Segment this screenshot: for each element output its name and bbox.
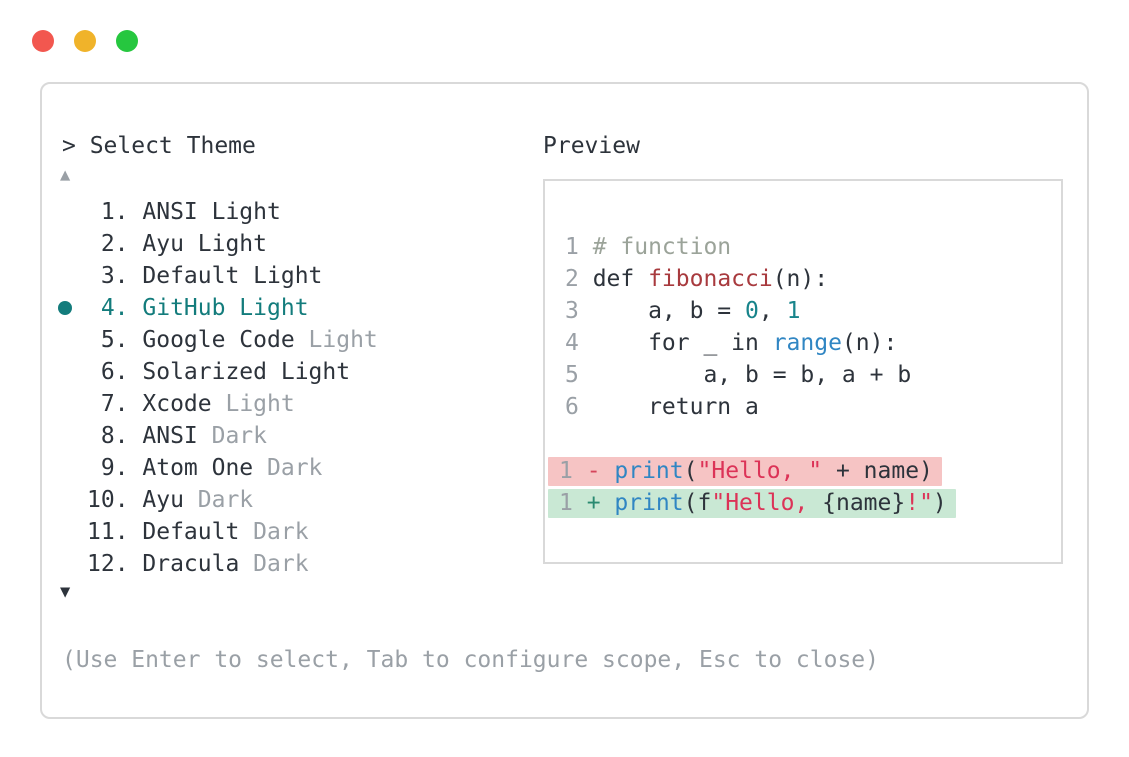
line-number: 5 xyxy=(565,362,579,388)
code-token-number: 1 xyxy=(786,298,801,324)
theme-item-name: Ayu xyxy=(142,487,184,513)
theme-item-number: 11. xyxy=(87,519,129,545)
code-token-text_dark: for _ in xyxy=(592,330,773,356)
scroll-up-icon[interactable]: ▲ xyxy=(60,165,71,185)
theme-list-item[interactable]: 12. Dracula Dark xyxy=(58,548,378,580)
theme-item-number: 10. xyxy=(87,487,129,513)
theme-item-number: 6. xyxy=(100,359,129,385)
zoom-button[interactable] xyxy=(116,30,138,52)
theme-list-item[interactable]: 6. Solarized Light xyxy=(58,356,378,388)
code-token-text_dark: (n): xyxy=(841,330,898,356)
theme-item-variant: Dark xyxy=(253,551,309,577)
theme-item-name: Xcode xyxy=(142,391,212,417)
theme-item-variant: Dark xyxy=(211,423,267,449)
theme-list-item[interactable]: 10. Ayu Dark xyxy=(58,484,378,516)
scroll-down-icon[interactable]: ▼ xyxy=(60,582,71,602)
keyboard-hint: (Use Enter to select, Tab to configure s… xyxy=(62,647,879,673)
theme-list-item[interactable]: 11. Default Dark xyxy=(58,516,378,548)
theme-item-name: Solarized Light xyxy=(142,359,351,385)
window-controls xyxy=(32,30,138,52)
code-token-text_dark: + name) xyxy=(822,458,933,484)
line-number: 1 xyxy=(565,234,579,260)
line-number: 1 xyxy=(559,490,573,516)
code-token-text_dark: def xyxy=(592,266,649,292)
line-number: 6 xyxy=(565,394,579,420)
diff-line-added: 1 + print(f"Hello, {name}!") xyxy=(548,487,1061,519)
theme-list-item[interactable]: 3. Default Light xyxy=(58,260,378,292)
code-token-diff_plus: + xyxy=(586,490,615,516)
theme-item-name: GitHub Light xyxy=(142,295,309,321)
theme-item-number: 12. xyxy=(87,551,129,577)
theme-list: 1. ANSI Light 2. Ayu Light 3. Default Light 4.… xyxy=(58,196,378,580)
minimize-button[interactable] xyxy=(74,30,96,52)
select-theme-prompt: > Select Theme xyxy=(62,133,256,159)
theme-item-name: Default xyxy=(142,519,240,545)
code-token-number: 0 xyxy=(745,298,759,324)
code-token-text_dark: return a xyxy=(592,394,759,420)
theme-item-number: 3. xyxy=(100,263,129,289)
code-token-builtin: print xyxy=(614,458,684,484)
theme-item-number: 9. xyxy=(100,455,129,481)
theme-list-item[interactable]: 8. ANSI Dark xyxy=(58,420,378,452)
code-token-text_dark: (f xyxy=(683,490,712,516)
selected-bullet-icon xyxy=(58,301,87,315)
line-number: 2 xyxy=(565,266,579,292)
theme-item-name: Ayu Light xyxy=(142,231,267,257)
code-token-text_dark: a, b = xyxy=(592,298,746,324)
code-token-text_dark: a, b = b, a + b xyxy=(592,362,912,388)
theme-item-name: Google Code xyxy=(142,327,295,353)
code-token-builtin: range xyxy=(772,330,842,356)
theme-list-item[interactable]: 4. GitHub Light xyxy=(58,292,378,324)
theme-item-variant: Light xyxy=(225,391,295,417)
code-token-function: fibonacci xyxy=(648,266,773,292)
theme-picker-window: > Select Theme Preview ▲ 1. ANSI Light 2. A… xyxy=(40,82,1089,719)
close-button[interactable] xyxy=(32,30,54,52)
theme-item-number: 1. xyxy=(100,199,129,225)
theme-item-variant: Dark xyxy=(267,455,323,481)
code-line: 3 a, b = 0, 1 xyxy=(565,295,1061,327)
theme-list-item[interactable]: 7. Xcode Light xyxy=(58,388,378,420)
code-token-comment: # function xyxy=(592,234,732,260)
preview-title: Preview xyxy=(543,133,640,159)
theme-list-item[interactable]: 1. ANSI Light xyxy=(58,196,378,228)
code-line xyxy=(565,423,1061,455)
theme-list-item[interactable]: 5. Google Code Light xyxy=(58,324,378,356)
code-token-diff_minus: - xyxy=(586,458,615,484)
theme-item-name: ANSI Light xyxy=(142,199,281,225)
theme-item-number: 2. xyxy=(100,231,129,257)
code-token-text_dark: (n): xyxy=(772,266,829,292)
theme-item-number: 8. xyxy=(100,423,129,449)
theme-item-number: 5. xyxy=(100,327,129,353)
code-token-string: "Hello, " xyxy=(697,458,823,484)
theme-item-variant: Dark xyxy=(253,519,309,545)
code-token-text_dark: ) xyxy=(932,490,947,516)
theme-item-name: Dracula xyxy=(142,551,240,577)
diff-line-removed: 1- print("Hello, " + name) xyxy=(548,455,1061,487)
code-token-string: "Hello, xyxy=(711,490,823,516)
code-line: 4 for _ in range(n): xyxy=(565,327,1061,359)
theme-item-name: Default Light xyxy=(142,263,323,289)
code-line: 1 # function xyxy=(565,231,1061,263)
line-number: 4 xyxy=(565,330,579,356)
theme-item-name: ANSI xyxy=(142,423,198,449)
line-number: 1 xyxy=(559,458,573,484)
code-token-builtin: print xyxy=(614,490,684,516)
code-token-text_dark: , xyxy=(758,298,787,324)
code-token-string: !" xyxy=(905,490,933,516)
line-number: 3 xyxy=(565,298,579,324)
theme-list-item[interactable]: 9. Atom One Dark xyxy=(58,452,378,484)
theme-list-item[interactable]: 2. Ayu Light xyxy=(58,228,378,260)
code-line: 5 a, b = b, a + b xyxy=(565,359,1061,391)
code-token-text_dark: {name} xyxy=(822,490,906,516)
theme-item-variant: Dark xyxy=(197,487,254,513)
code-token-text_dark: ( xyxy=(683,458,698,484)
theme-item-number: 4. xyxy=(100,295,129,321)
theme-item-variant: Light xyxy=(308,327,378,353)
theme-item-name: Atom One xyxy=(142,455,254,481)
theme-item-number: 7. xyxy=(100,391,129,417)
code-line: 2 def fibonacci(n): xyxy=(565,263,1061,295)
code-line: 6 return a xyxy=(565,391,1061,423)
